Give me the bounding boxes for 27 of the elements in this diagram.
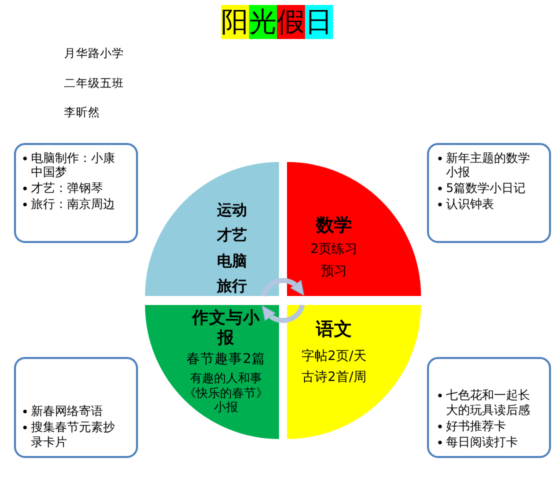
sector-heading: 语文 bbox=[316, 318, 352, 342]
curved-arrow bbox=[261, 278, 305, 297]
quadrant-sector bbox=[145, 162, 279, 296]
note-card bbox=[427, 357, 551, 458]
sector-text: 旅行 bbox=[217, 276, 247, 297]
sector-text: 才艺 bbox=[217, 225, 247, 246]
sector-text: 有趣的人和事《快乐的春节》小报 bbox=[183, 371, 269, 414]
note-card bbox=[14, 357, 138, 458]
sector-text: 运动 bbox=[217, 200, 247, 220]
note-card bbox=[14, 143, 138, 243]
note-card bbox=[427, 143, 551, 243]
sector-heading: 作文与小报 bbox=[191, 308, 261, 347]
sector-text: 电脑 bbox=[217, 250, 247, 272]
info-text: 李昕然 bbox=[64, 105, 100, 119]
quadrant-sector bbox=[145, 305, 279, 439]
sector-text: 春节趣事2篇 bbox=[186, 350, 266, 369]
sector-text: 预习 bbox=[321, 263, 347, 281]
sector-heading: 数学 bbox=[316, 214, 352, 238]
quadrant-sector bbox=[287, 305, 421, 439]
sector-text: 字帖2页/天 bbox=[302, 348, 366, 366]
sector-text: 古诗2首/周 bbox=[302, 369, 366, 387]
sector-text: 2页练习 bbox=[310, 241, 358, 259]
page-title: 阳光假日 bbox=[221, 5, 333, 39]
info-text: 二年级五班 bbox=[64, 76, 124, 90]
curved-arrow bbox=[261, 304, 305, 323]
info-text: 月华路小学 bbox=[64, 46, 124, 60]
quadrant-sector bbox=[287, 162, 421, 296]
